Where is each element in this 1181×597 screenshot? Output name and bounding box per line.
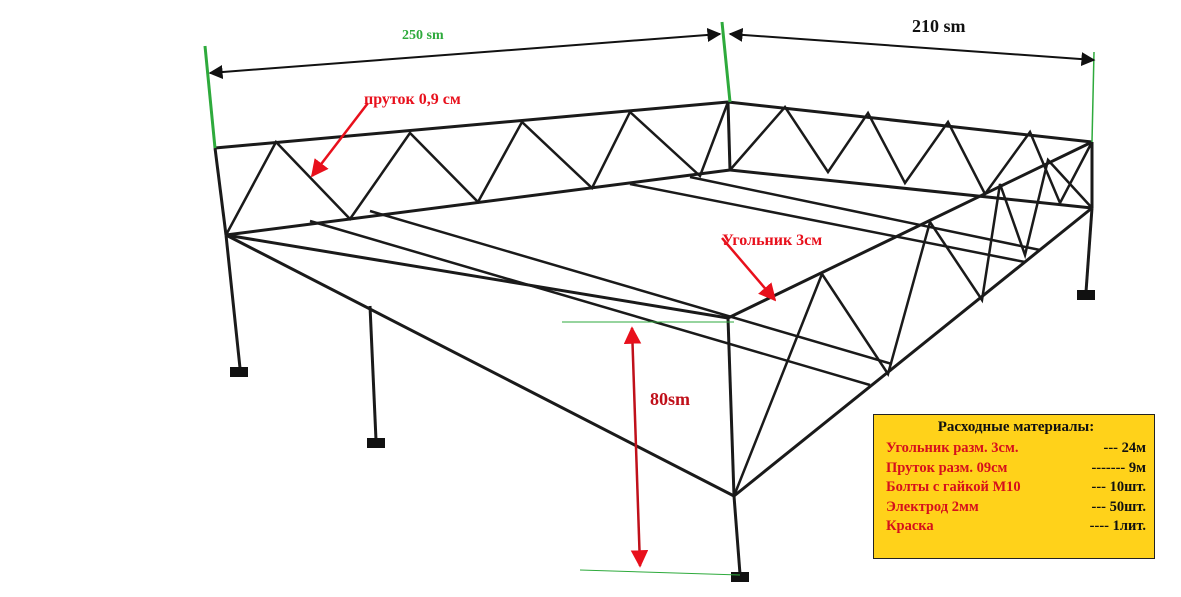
truss-back <box>224 101 730 236</box>
cross-4 <box>309 219 871 387</box>
material-row: Пруток разм. 09см ------- 9м <box>886 459 1146 479</box>
material-quantity: --- 10шт. <box>1091 479 1146 495</box>
material-row: Болты с гайкой М10 --- 10шт. <box>886 478 1146 498</box>
truss-front <box>732 157 1093 497</box>
leg-front-right <box>732 495 742 575</box>
rod-annotation-label: пруток 0,9 см <box>364 91 461 108</box>
material-row: Краска ---- 1лит. <box>886 517 1146 537</box>
post-front-right <box>726 317 736 497</box>
foot-back-right <box>1077 290 1095 300</box>
angle-pointer <box>721 237 777 302</box>
rail-front-top <box>727 140 1093 320</box>
materials-panel: Расходные материалы: Угольник разм. 3см.… <box>873 414 1155 559</box>
foot-mid-left <box>367 438 385 448</box>
material-name: Болты с гайкой М10 <box>886 479 1021 495</box>
material-row: Угольник разм. 3см. --- 24м <box>886 439 1146 459</box>
leg-front-left <box>224 234 242 369</box>
cross-1 <box>369 209 893 366</box>
leg-mid-left <box>368 305 378 441</box>
rail-left-base <box>225 233 735 498</box>
rod-pointer <box>310 102 369 178</box>
material-quantity: ---- 1лит. <box>1089 518 1146 534</box>
rail-front-base <box>733 206 1093 498</box>
leg-back-right <box>1084 207 1094 293</box>
width-dimension <box>203 21 732 149</box>
leg-back-left-post <box>213 147 228 236</box>
angle-annotation-label: Угольник 3см <box>722 232 823 249</box>
height-dimension-label: 80sm <box>650 389 690 409</box>
material-name: Краска <box>886 518 934 534</box>
foot-front-left <box>230 367 248 377</box>
post-back-mid <box>726 101 732 171</box>
material-name: Пруток разм. 09см <box>886 459 1008 476</box>
rail-back-top <box>214 100 729 150</box>
material-name: Электрод 2мм <box>886 498 979 515</box>
depth-dimension-label: 210 sm <box>912 16 966 36</box>
width-dimension-label: 250 sm <box>402 28 444 43</box>
cross-2 <box>629 182 1026 264</box>
materials-title: Расходные материалы: <box>937 419 1095 435</box>
material-quantity: --- 50шт. <box>1091 498 1146 515</box>
material-name: Угольник разм. 3см. <box>886 440 1019 456</box>
material-quantity: --- 24м <box>1103 440 1147 456</box>
height-dimension <box>562 321 741 576</box>
rail-right-bottom <box>729 168 1093 210</box>
material-quantity: ------- 9м <box>1091 459 1146 476</box>
legs <box>213 101 1094 575</box>
material-row: Электрод 2мм --- 50шт. <box>886 498 1146 518</box>
cross-3 <box>689 175 1041 252</box>
rail-left-top <box>225 233 729 320</box>
leg-feet <box>230 290 1095 582</box>
foot-front-right <box>731 572 749 582</box>
truss-zigzags <box>224 101 1094 497</box>
depth-dimension <box>728 27 1096 143</box>
annotation-arrows <box>310 102 777 302</box>
